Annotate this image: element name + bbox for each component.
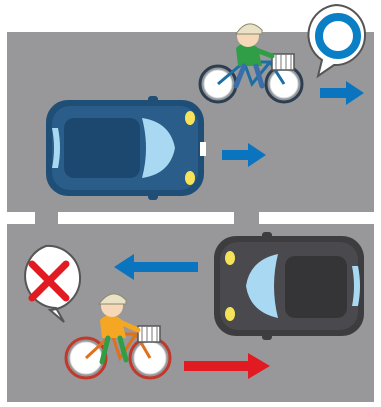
lane-divider xyxy=(7,212,374,224)
bottom-car xyxy=(214,232,364,340)
top-car xyxy=(46,96,206,200)
